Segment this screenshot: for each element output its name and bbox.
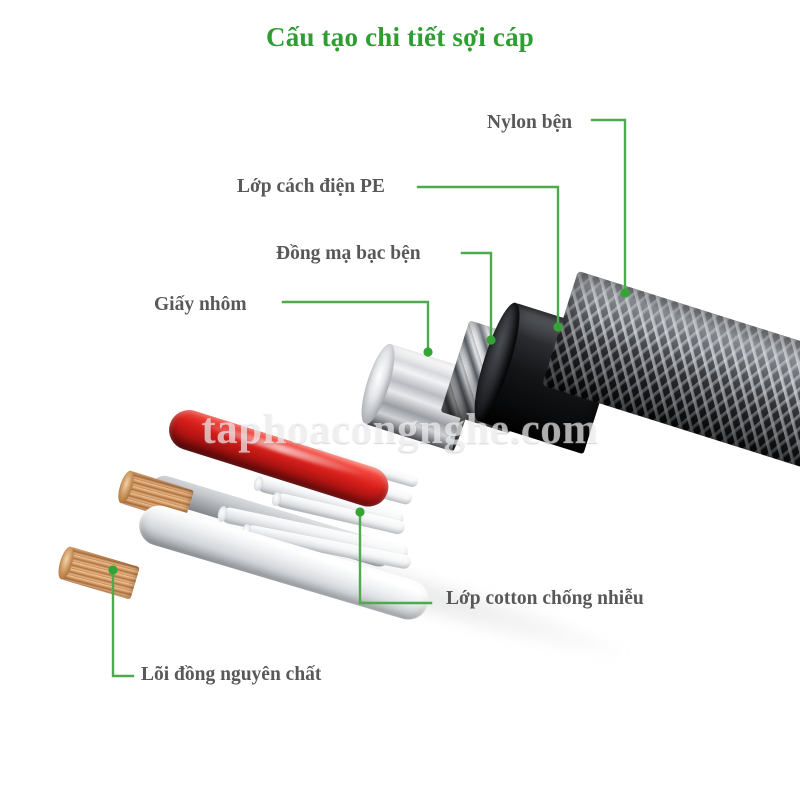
page-title: Cấu tạo chi tiết sợi cáp xyxy=(266,22,534,52)
callout-label-cotton: Lớp cotton chống nhiễu xyxy=(446,588,644,609)
callout-label-pe-insulation: Lớp cách điện PE xyxy=(237,176,385,197)
cable-layer-copper-core-white xyxy=(55,544,140,600)
cotton-strand-tip xyxy=(252,475,265,492)
copper-core-tip xyxy=(55,544,77,582)
callout-label-silver-braid: Đồng mạ bạc bện xyxy=(276,243,421,264)
callout-label-copper-core: Lõi đồng nguyên chất xyxy=(141,664,322,685)
nylon-shading xyxy=(541,270,800,488)
cable-layer-nylon-braid xyxy=(541,270,800,488)
callout-label-aluminium-foil: Giấy nhôm xyxy=(154,294,247,315)
foil-front-face xyxy=(354,340,402,428)
red-wire-highlight xyxy=(193,417,371,481)
copper-core-tip xyxy=(115,468,137,506)
callout-label-nylon: Nylon bện xyxy=(487,112,573,133)
